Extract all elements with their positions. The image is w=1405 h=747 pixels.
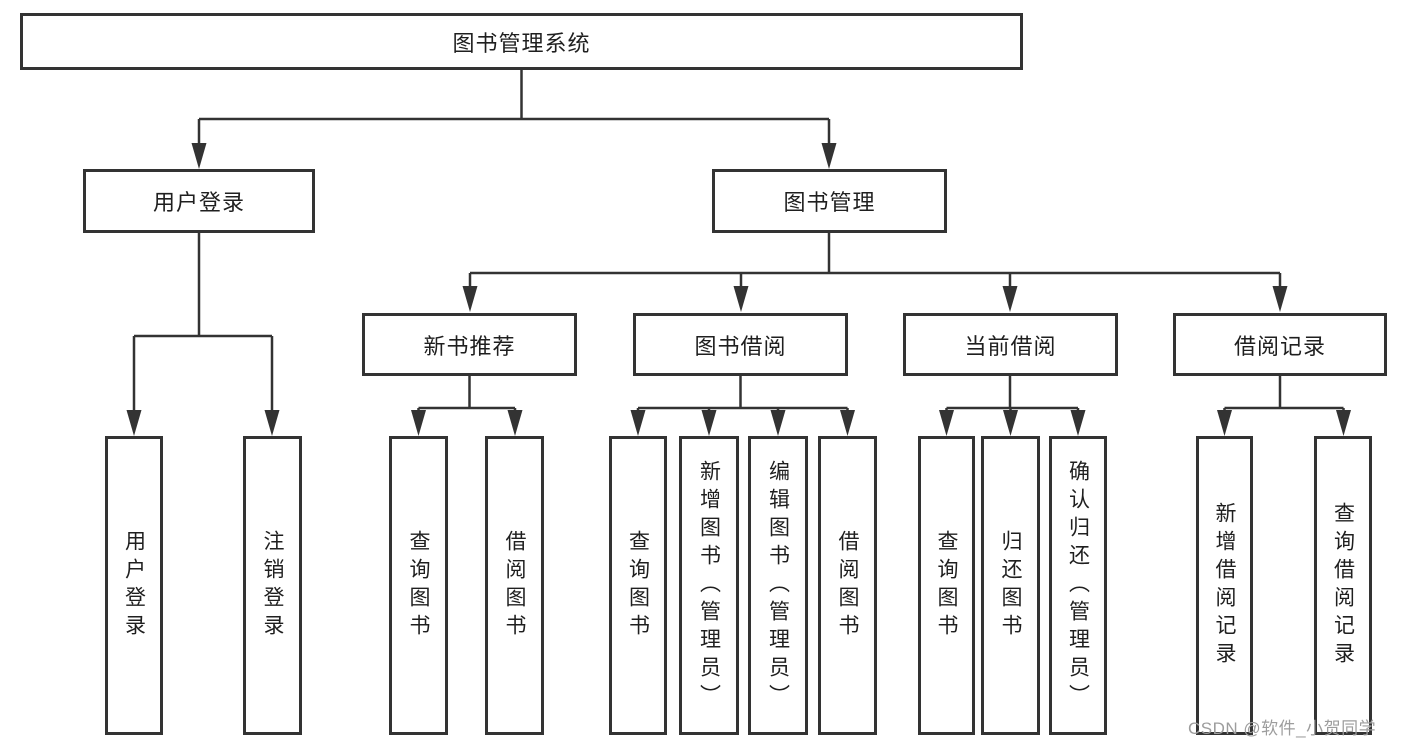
- leaf-logout-label: 注销登录: [261, 529, 284, 642]
- node-borrow-records-label: 借阅记录: [1233, 333, 1326, 359]
- leaf-user-login: 用户登录: [105, 436, 163, 735]
- node-root: 图书管理系统: [20, 13, 1023, 70]
- node-book-management-label: 图书管理: [783, 190, 876, 215]
- node-current-borrowing-label: 当前借阅: [964, 333, 1057, 359]
- node-root-label: 图书管理系统: [452, 30, 591, 56]
- leaf-return-books: 归还图书: [981, 436, 1040, 735]
- leaf-query-books-borrowing-label: 查询图书: [626, 529, 650, 642]
- leaf-add-borrow-record: 新增借阅记录: [1196, 436, 1253, 735]
- leaf-edit-books-admin-label: 编辑图书（管理员）: [766, 459, 790, 712]
- leaf-query-borrow-record: 查询借阅记录: [1314, 436, 1372, 735]
- node-book-borrowing-label: 图书借阅: [694, 333, 787, 359]
- leaf-borrow-books-borrowing: 借阅图书: [818, 436, 877, 735]
- leaf-confirm-return-admin-label: 确认归还（管理员）: [1066, 459, 1090, 712]
- connector-lines: [132, 69, 1345, 413]
- leaf-borrow-books-recommend-label: 借阅图书: [503, 529, 526, 642]
- node-borrow-records: 借阅记录: [1173, 313, 1387, 376]
- node-book-management: 图书管理: [712, 169, 947, 233]
- node-user-login: 用户登录: [83, 169, 315, 233]
- leaf-user-login-label: 用户登录: [122, 529, 146, 642]
- leaf-add-books-admin: 新增图书（管理员）: [679, 436, 739, 735]
- leaf-query-books-current-label: 查询图书: [935, 529, 958, 642]
- leaf-query-books-borrowing: 查询图书: [609, 436, 667, 735]
- leaf-query-borrow-record-label: 查询借阅记录: [1331, 501, 1355, 670]
- connector-arrowheads: [126, 143, 1351, 436]
- leaf-borrow-books-borrowing-label: 借阅图书: [836, 529, 859, 642]
- node-current-borrowing: 当前借阅: [903, 313, 1118, 376]
- leaf-edit-books-admin: 编辑图书（管理员）: [748, 436, 808, 735]
- leaf-add-books-admin-label: 新增图书（管理员）: [697, 459, 721, 712]
- leaf-query-books-current: 查询图书: [918, 436, 975, 735]
- node-user-login-label: 用户登录: [152, 190, 245, 215]
- node-new-book-recommend-label: 新书推荐: [423, 333, 516, 359]
- node-new-book-recommend: 新书推荐: [362, 313, 577, 376]
- leaf-query-books-recommend-label: 查询图书: [407, 529, 430, 642]
- node-book-borrowing: 图书借阅: [633, 313, 848, 376]
- leaf-return-books-label: 归还图书: [999, 529, 1022, 642]
- leaf-borrow-books-recommend: 借阅图书: [485, 436, 544, 735]
- leaf-confirm-return-admin: 确认归还（管理员）: [1049, 436, 1107, 735]
- leaf-add-borrow-record-label: 新增借阅记录: [1213, 501, 1236, 670]
- leaf-logout: 注销登录: [243, 436, 302, 735]
- csdn-watermark: CSDN @软件_小贺同学: [1188, 719, 1377, 738]
- leaf-query-books-recommend: 查询图书: [389, 436, 448, 735]
